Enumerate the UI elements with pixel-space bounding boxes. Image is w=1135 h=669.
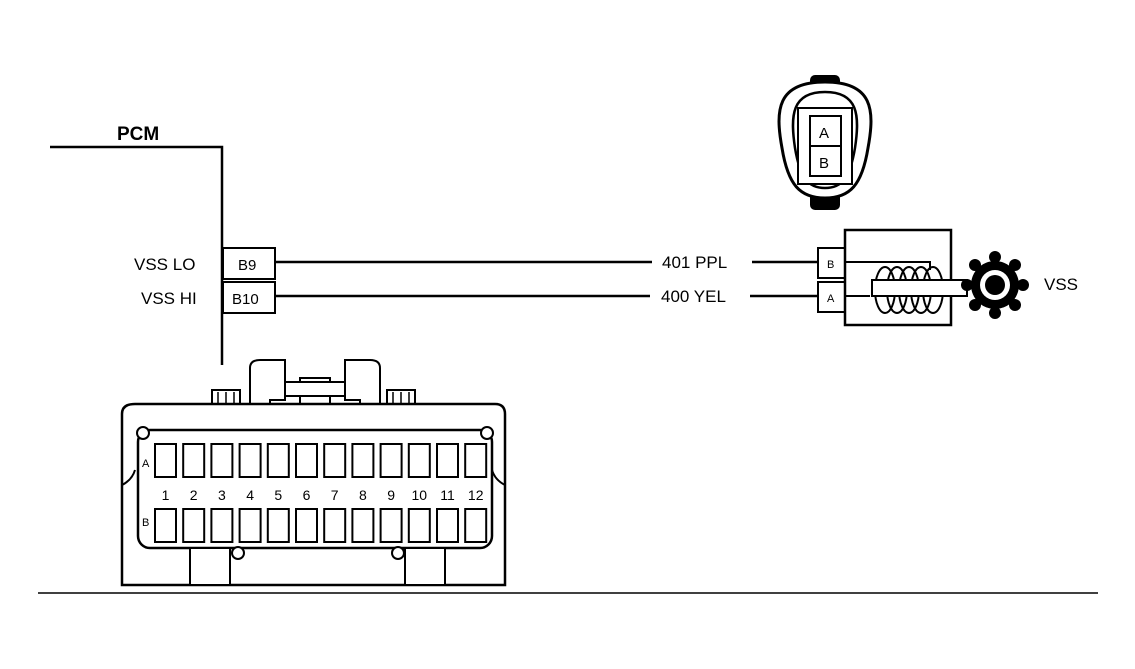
pcm-pin-number-3: 3 xyxy=(218,487,226,503)
wire-label-401-ppl: 401 PPL xyxy=(662,253,727,272)
sensor-pin-b: B xyxy=(827,259,834,271)
pcm-pin-number-1: 1 xyxy=(162,487,170,503)
pcm-cavity-a-1 xyxy=(154,443,177,478)
pcm-cavity-a-10 xyxy=(407,443,431,478)
pcm-cavity-b-11 xyxy=(436,508,459,543)
pcm-pin-number-6: 6 xyxy=(303,487,311,503)
pcm-pin-b10-box xyxy=(222,281,276,314)
pcm-cavity-b-2 xyxy=(182,508,206,543)
pcm-pin-number-11: 11 xyxy=(440,487,455,503)
sensor-coil-icon xyxy=(845,261,968,314)
pcm-pin-number-4: 4 xyxy=(246,487,254,503)
connector-cavity-b-label: B xyxy=(819,155,829,172)
pcm-cavity-a-8 xyxy=(351,443,375,478)
pcm-module: PCM B9 B10 VSS LO VSS HI xyxy=(50,124,276,365)
pcm-cavity-b-1 xyxy=(154,508,177,543)
connector-cavity-a-label: A xyxy=(819,125,829,142)
connector-cavity-b xyxy=(809,145,842,177)
signal-name-vss-lo: VSS LO xyxy=(134,255,195,274)
wires: 401 PPL 400 YEL xyxy=(275,253,818,306)
pcm-pin-b9: B9 xyxy=(238,257,256,274)
pcm-pin-number-10: 10 xyxy=(412,487,428,503)
pcm-pin-number-9: 9 xyxy=(387,487,395,503)
pcm-pin-b9-box xyxy=(222,247,276,280)
pcm-cavity-b-7 xyxy=(323,508,347,543)
pcm-cavity-b-4 xyxy=(238,508,262,543)
pcm-pin-number-12: 12 xyxy=(468,487,484,503)
pcm-cavity-b-9 xyxy=(379,508,403,543)
sensor-body xyxy=(843,228,953,327)
pcm-connector-row-a: A xyxy=(142,458,150,470)
pcm-cavity-a-2 xyxy=(182,443,206,478)
pcm-cavity-b-3 xyxy=(210,508,234,543)
pcm-pin-number-8: 8 xyxy=(359,487,367,503)
pcm-title: PCM xyxy=(117,124,159,145)
pcm-cavity-b-6 xyxy=(295,508,318,543)
sensor-pin-a: A xyxy=(827,293,835,305)
pcm-cavity-a-3 xyxy=(210,443,234,478)
reluctor-wheel-icon xyxy=(961,251,1029,319)
pcm-pin-number-2: 2 xyxy=(190,487,198,503)
pcm-cavity-a-7 xyxy=(323,443,347,478)
pcm-cavity-a-6 xyxy=(295,443,318,478)
vss-sensor: B A VSS xyxy=(817,228,1078,327)
pcm-pin-b10: B10 xyxy=(232,291,259,308)
pcm-cavity-a-4 xyxy=(238,443,262,478)
pcm-cavity-a-11 xyxy=(436,443,459,478)
pcm-pin-number-5: 5 xyxy=(274,487,282,503)
pcm-cavity-b-12 xyxy=(464,508,488,543)
pcm-cavity-b-8 xyxy=(351,508,375,543)
sensor-label: VSS xyxy=(1044,275,1078,294)
pcm-cavity-b-5 xyxy=(266,508,290,543)
wire-label-400-yel: 400 YEL xyxy=(661,287,726,306)
signal-name-vss-hi: VSS HI xyxy=(141,289,197,308)
pcm-connector-row-b: B xyxy=(142,517,149,529)
sensor-connector-face: A B xyxy=(777,75,873,210)
pcm-cavity-a-5 xyxy=(266,443,290,478)
pcm-cavity-b-10 xyxy=(407,508,431,543)
pcm-cavity-a-9 xyxy=(379,443,403,478)
pcm-pin-number-7: 7 xyxy=(331,487,339,503)
pcm-cavity-a-12 xyxy=(464,443,488,478)
